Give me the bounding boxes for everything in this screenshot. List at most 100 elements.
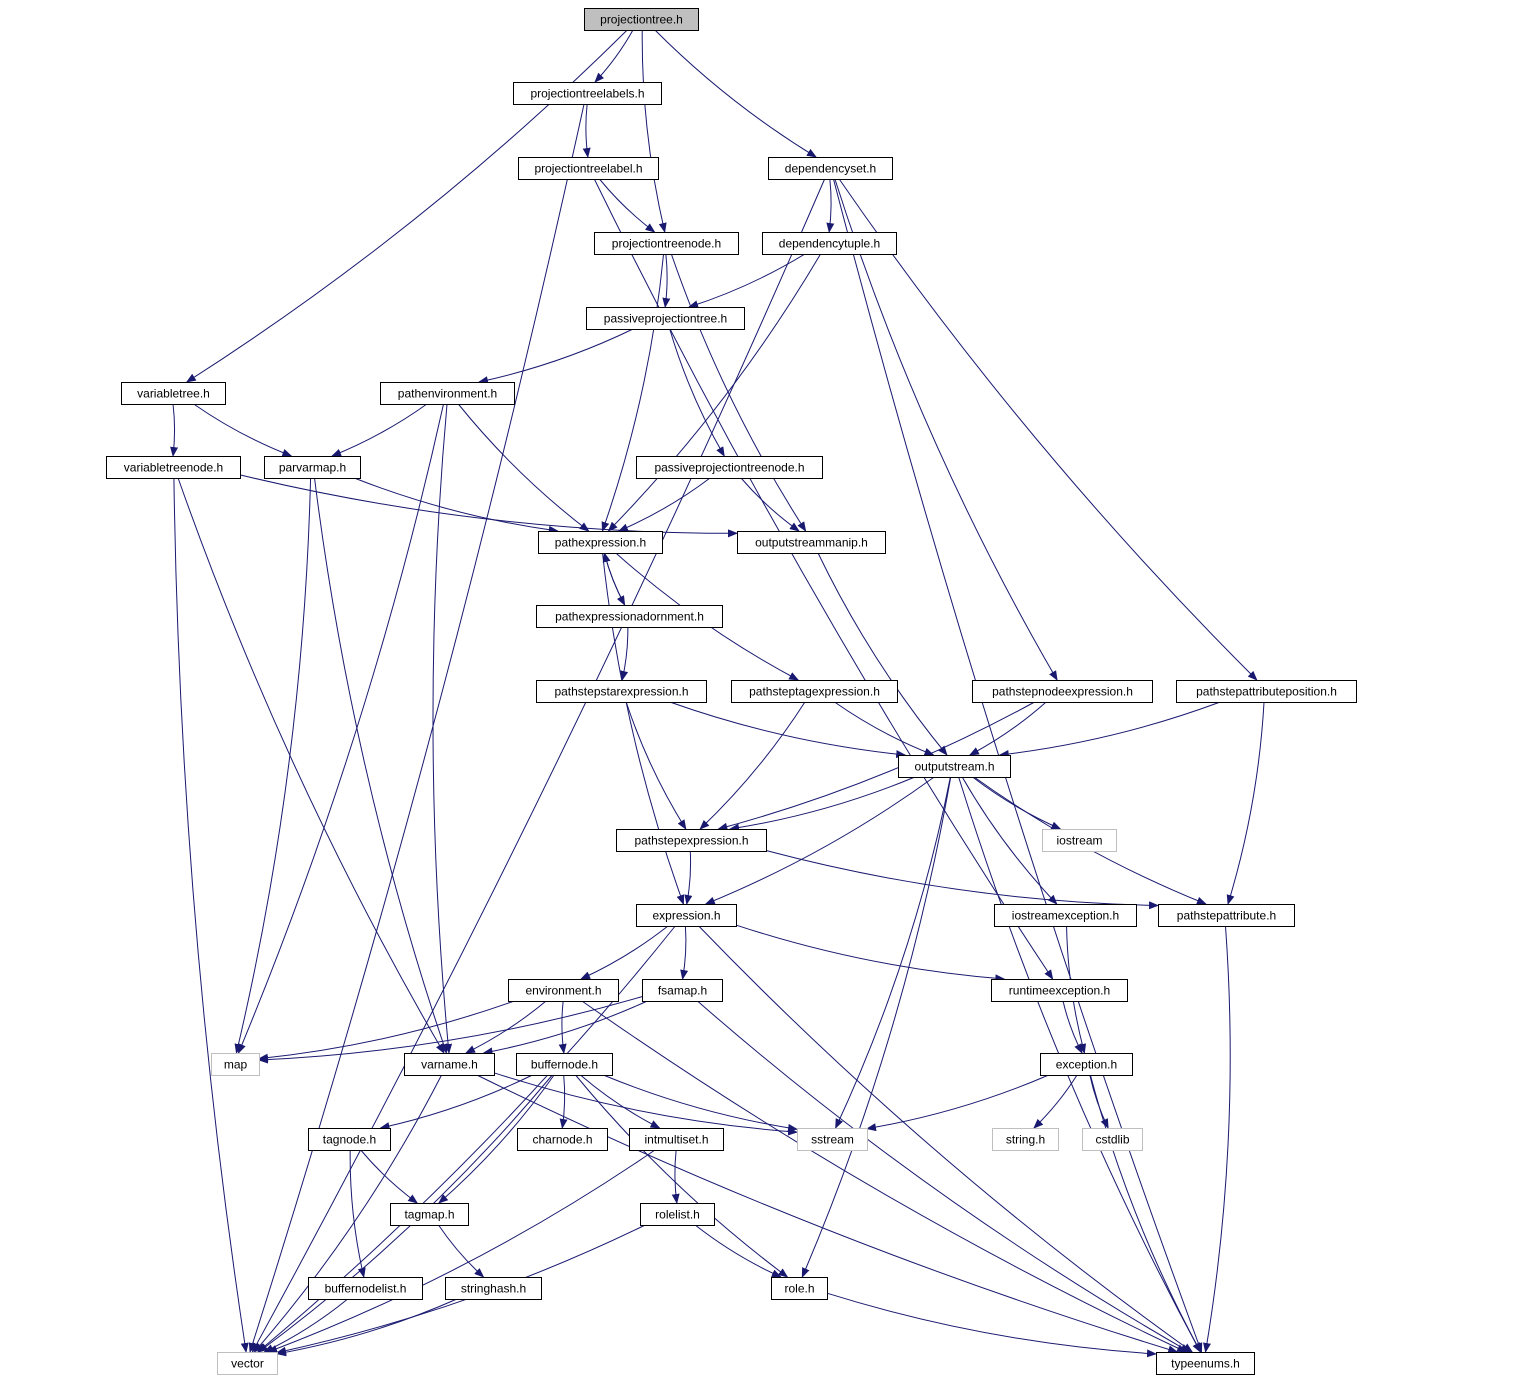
node-box-pathstepexpression[interactable] xyxy=(616,829,767,852)
node-box-dependencytuple[interactable] xyxy=(762,232,897,255)
node-iostreamexception[interactable]: iostreamexception.h xyxy=(994,904,1137,927)
node-box-variabletreenode[interactable] xyxy=(106,456,241,479)
node-typeenums[interactable]: typeenums.h xyxy=(1156,1352,1255,1375)
node-box-map[interactable] xyxy=(211,1053,260,1076)
node-role[interactable]: role.h xyxy=(771,1277,828,1300)
node-box-string[interactable] xyxy=(992,1128,1059,1151)
node-box-projectiontreenode[interactable] xyxy=(594,232,739,255)
node-fsamap[interactable]: fsamap.h xyxy=(642,979,723,1002)
edge-pathexpression-to-expression xyxy=(602,552,685,905)
node-outputstreammanip[interactable]: outputstreammanip.h xyxy=(737,531,886,554)
node-rolelist[interactable]: rolelist.h xyxy=(640,1203,715,1226)
node-box-charnode[interactable] xyxy=(517,1128,608,1151)
node-dependencytuple[interactable]: dependencytuple.h xyxy=(762,232,897,255)
node-outputstream[interactable]: outputstream.h xyxy=(898,755,1011,778)
node-cstdlib[interactable]: cstdlib xyxy=(1082,1128,1143,1151)
node-pathenvironment[interactable]: pathenvironment.h xyxy=(380,382,515,405)
node-intmultiset[interactable]: intmultiset.h xyxy=(629,1128,724,1151)
node-box-cstdlib[interactable] xyxy=(1082,1128,1143,1151)
node-box-pathenvironment[interactable] xyxy=(380,382,515,405)
node-box-intmultiset[interactable] xyxy=(629,1128,724,1151)
node-dependencyset[interactable]: dependencyset.h xyxy=(768,157,893,180)
node-environment[interactable]: environment.h xyxy=(508,979,619,1002)
node-box-outputstream[interactable] xyxy=(898,755,1011,778)
node-box-stringhash[interactable] xyxy=(445,1277,542,1300)
node-buffernodelist[interactable]: buffernodelist.h xyxy=(308,1277,423,1300)
node-box-runtimeexception[interactable] xyxy=(991,979,1128,1002)
node-box-rolelist[interactable] xyxy=(640,1203,715,1226)
node-iostream[interactable]: iostream xyxy=(1042,829,1117,852)
node-box-pathexpression[interactable] xyxy=(538,531,663,554)
node-box-sstream[interactable] xyxy=(797,1128,868,1151)
edge-passiveprojectiontreenode-to-pathexpression xyxy=(618,477,711,532)
node-box-role[interactable] xyxy=(771,1277,828,1300)
node-box-pathstepattribute[interactable] xyxy=(1158,904,1295,927)
node-pathstepnodeexpression[interactable]: pathstepnodeexpression.h xyxy=(972,680,1153,703)
node-tagmap[interactable]: tagmap.h xyxy=(390,1203,469,1226)
node-box-iostream[interactable] xyxy=(1042,829,1117,852)
node-box-pathstepstarexpression[interactable] xyxy=(536,680,707,703)
node-projectiontree[interactable]: projectiontree.h xyxy=(584,8,699,31)
node-box-tagmap[interactable] xyxy=(390,1203,469,1226)
node-projectiontreelabel[interactable]: projectiontreelabel.h xyxy=(518,157,659,180)
node-box-pathstepattributeposition[interactable] xyxy=(1176,680,1357,703)
edge-pathstepstarexpression-to-outputstream xyxy=(669,701,907,759)
node-buffernode[interactable]: buffernode.h xyxy=(516,1053,613,1076)
node-runtimeexception[interactable]: runtimeexception.h xyxy=(991,979,1128,1002)
node-box-buffernode[interactable] xyxy=(516,1053,613,1076)
node-box-projectiontreelabel[interactable] xyxy=(518,157,659,180)
node-pathsteptagexpression[interactable]: pathsteptagexpression.h xyxy=(731,680,898,703)
node-expression[interactable]: expression.h xyxy=(636,904,737,927)
node-variabletreenode[interactable]: variabletreenode.h xyxy=(106,456,241,479)
node-box-exception[interactable] xyxy=(1040,1053,1133,1076)
node-box-tagnode[interactable] xyxy=(308,1128,391,1151)
node-vector[interactable]: vector xyxy=(217,1352,278,1375)
node-box-buffernodelist[interactable] xyxy=(308,1277,423,1300)
node-box-fsamap[interactable] xyxy=(642,979,723,1002)
node-box-pathsteptagexpression[interactable] xyxy=(731,680,898,703)
node-box-pathexpressionadornment[interactable] xyxy=(536,605,723,628)
node-pathstepattributeposition[interactable]: pathstepattributeposition.h xyxy=(1176,680,1357,703)
node-box-pathstepnodeexpression[interactable] xyxy=(972,680,1153,703)
node-pathexpressionadornment[interactable]: pathexpressionadornment.h xyxy=(536,605,723,628)
node-map[interactable]: map xyxy=(211,1053,260,1076)
node-string[interactable]: string.h xyxy=(992,1128,1059,1151)
node-box-dependencyset[interactable] xyxy=(768,157,893,180)
node-box-passiveprojectiontreenode[interactable] xyxy=(636,456,823,479)
node-label-varname: varname.h xyxy=(421,1058,478,1072)
node-box-parvarmap[interactable] xyxy=(264,456,361,479)
node-pathstepstarexpression[interactable]: pathstepstarexpression.h xyxy=(536,680,707,703)
node-passiveprojectiontree[interactable]: passiveprojectiontree.h xyxy=(586,307,745,330)
edge-fsamap-to-map xyxy=(258,996,643,1064)
node-box-projectiontree[interactable] xyxy=(584,8,699,31)
node-charnode[interactable]: charnode.h xyxy=(517,1128,608,1151)
node-pathexpression[interactable]: pathexpression.h xyxy=(538,531,663,554)
node-varname[interactable]: varname.h xyxy=(404,1053,495,1076)
edge-pathstepattributeposition-to-pathstepattribute xyxy=(1226,701,1265,905)
node-sstream[interactable]: sstream xyxy=(797,1128,868,1151)
edge-buffernode-to-role xyxy=(575,1074,789,1278)
node-passiveprojectiontreenode[interactable]: passiveprojectiontreenode.h xyxy=(636,456,823,479)
node-box-projectiontreelabels[interactable] xyxy=(513,82,662,105)
node-projectiontreelabels[interactable]: projectiontreelabels.h xyxy=(513,82,662,105)
node-variabletree[interactable]: variabletree.h xyxy=(121,382,226,405)
node-tagnode[interactable]: tagnode.h xyxy=(308,1128,391,1151)
node-box-variabletree[interactable] xyxy=(121,382,226,405)
node-parvarmap[interactable]: parvarmap.h xyxy=(264,456,361,479)
node-stringhash[interactable]: stringhash.h xyxy=(445,1277,542,1300)
node-box-passiveprojectiontree[interactable] xyxy=(586,307,745,330)
node-label-pathstepnodeexpression: pathstepnodeexpression.h xyxy=(992,685,1133,699)
node-exception[interactable]: exception.h xyxy=(1040,1053,1133,1076)
node-pathstepattribute[interactable]: pathstepattribute.h xyxy=(1158,904,1295,927)
node-label-intmultiset: intmultiset.h xyxy=(644,1133,708,1147)
node-box-iostreamexception[interactable] xyxy=(994,904,1137,927)
node-projectiontreenode[interactable]: projectiontreenode.h xyxy=(594,232,739,255)
node-pathstepexpression[interactable]: pathstepexpression.h xyxy=(616,829,767,852)
node-box-vector[interactable] xyxy=(217,1352,278,1375)
node-box-environment[interactable] xyxy=(508,979,619,1002)
node-box-outputstreammanip[interactable] xyxy=(737,531,886,554)
node-box-varname[interactable] xyxy=(404,1053,495,1076)
node-box-expression[interactable] xyxy=(636,904,737,927)
node-label-environment: environment.h xyxy=(525,984,601,998)
node-box-typeenums[interactable] xyxy=(1156,1352,1255,1375)
